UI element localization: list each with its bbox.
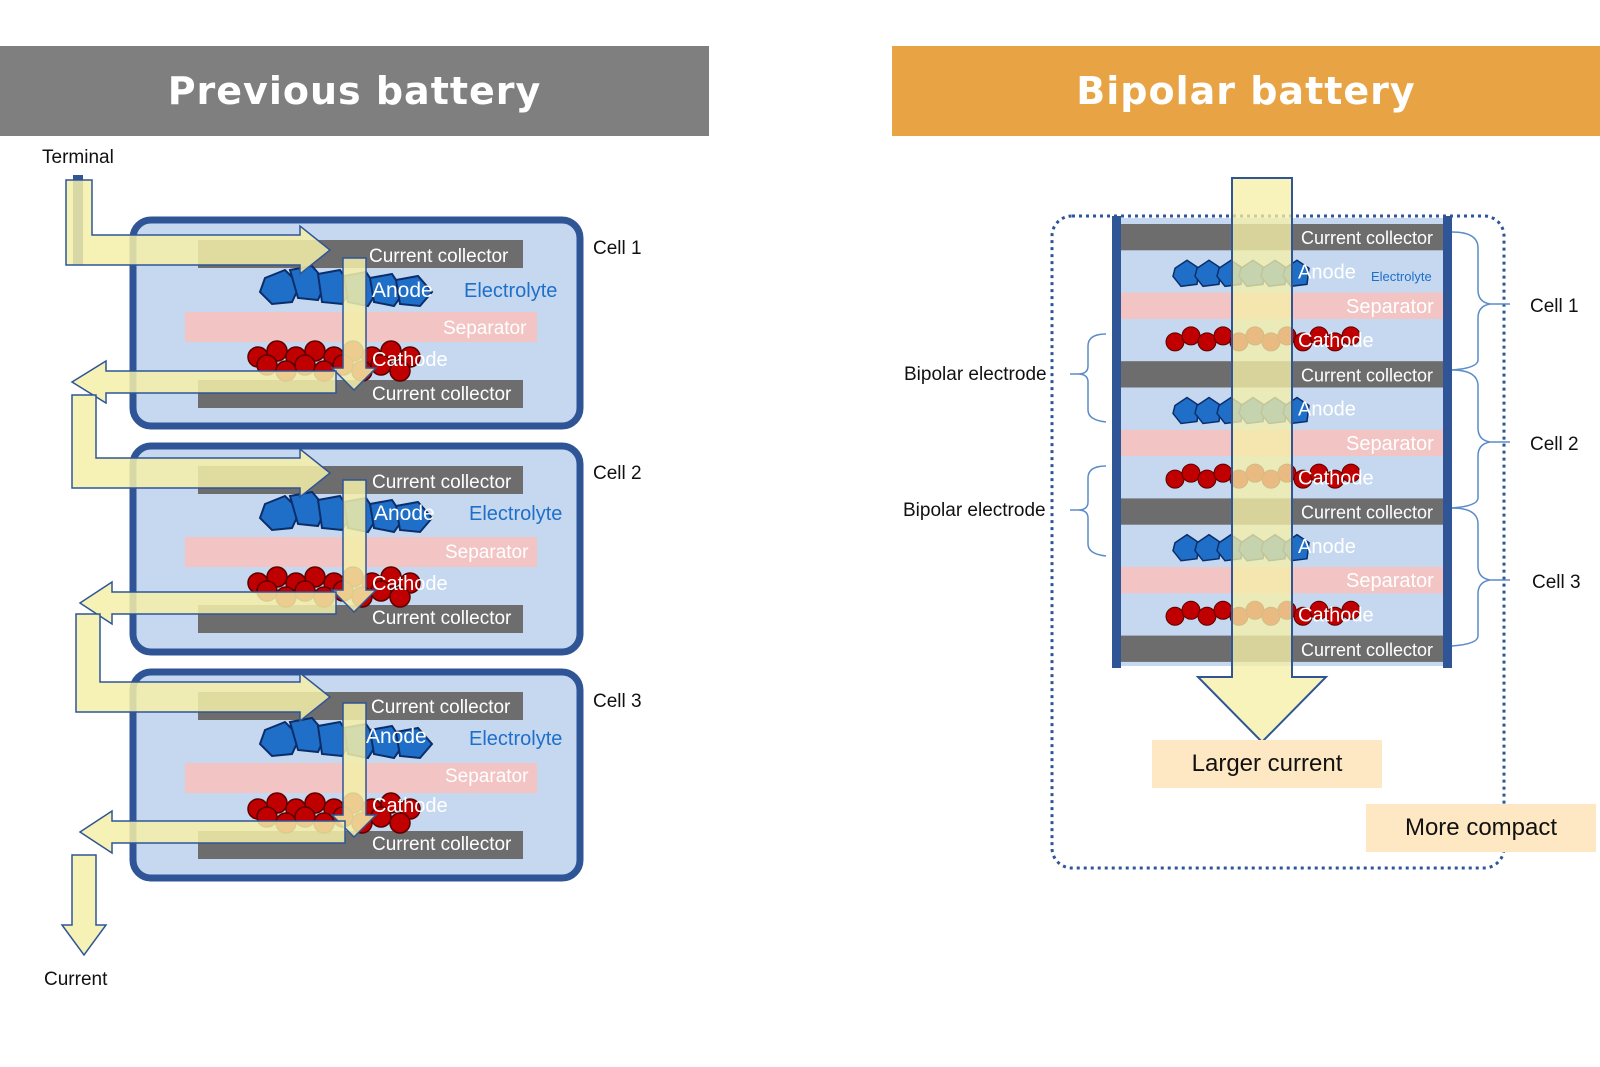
cathode-particle <box>1341 463 1361 483</box>
bipolar-layer-label-11: Cathode <box>1298 604 1374 626</box>
bipolar-layer-label-7: Cathode <box>1298 467 1374 489</box>
bipolar-battery-title: Bipolar battery <box>1076 69 1416 113</box>
bipolar-layer-label-10: Separator <box>1346 570 1434 592</box>
bipolar-layer-label-8: Current collector <box>1301 503 1433 523</box>
anode-particle <box>1194 396 1222 425</box>
bipolar-braces <box>1070 333 1107 557</box>
cell-1-electrolyte: Electrolyte <box>464 280 557 302</box>
cell-2-cathode: Cathode <box>372 573 448 595</box>
cathode-particle <box>1213 463 1233 483</box>
cell-1-bottom-collector: Current collector <box>372 384 512 405</box>
anode-particle <box>1172 259 1200 288</box>
bipolar-electrode-label-1: Bipolar electrode <box>904 364 1047 385</box>
cell-3-electrolyte: Electrolyte <box>469 728 562 750</box>
previous-battery-title: Previous battery <box>167 69 542 113</box>
cathode-particle <box>1181 326 1201 346</box>
cathode-particle <box>1213 600 1233 620</box>
bipolar-layer-label-0: Current collector <box>1301 228 1433 248</box>
cathode-particle <box>1341 326 1361 346</box>
cathode-particle <box>1165 332 1185 352</box>
cell-2-top-collector: Current collector <box>372 472 512 493</box>
cell-2-anode: Anode <box>374 502 435 525</box>
current-flow-arrows-left <box>60 179 378 957</box>
larger-current-arrow <box>1195 177 1329 744</box>
bipolar-battery-header: Bipolar battery <box>892 46 1600 136</box>
cell-1-top-collector: Current collector <box>369 246 509 267</box>
cell-3-top-collector: Current collector <box>371 697 511 718</box>
larger-current-note: Larger current <box>1152 740 1382 788</box>
cathode-particle <box>1197 469 1217 489</box>
cell-3-anode: Anode <box>366 725 427 748</box>
bipolar-layer-label-12: Current collector <box>1301 640 1433 660</box>
larger-current-text: Larger current <box>1191 750 1343 777</box>
current-label: Current <box>44 969 108 990</box>
cathode-particle <box>1165 606 1185 626</box>
stack-wall-right <box>1443 216 1452 668</box>
cell-3-separator: Separator <box>445 766 529 787</box>
cell-3-bottom-collector: Current collector <box>372 834 512 855</box>
previous-battery-header: Previous battery <box>0 46 709 136</box>
cell-3-label: Cell 3 <box>593 691 642 712</box>
bipolar-layer-label-2: Separator <box>1346 296 1434 318</box>
bipolar-layer-label-5: Anode <box>1298 399 1356 421</box>
bipolar-electrode-label-2: Bipolar electrode <box>903 500 1046 521</box>
cell-2-label: Cell 2 <box>593 463 642 484</box>
anode-particle <box>1194 533 1222 562</box>
anode-particle <box>1172 396 1200 425</box>
bipolar-cell-2-label: Cell 2 <box>1530 434 1579 455</box>
bipolar-layer-label-9: Anode <box>1298 536 1356 558</box>
bipolar-cell-1-label: Cell 1 <box>1530 296 1579 317</box>
cathode-particle <box>1181 600 1201 620</box>
anode-particle <box>1194 259 1222 288</box>
cell-braces <box>1451 231 1510 647</box>
more-compact-text: More compact <box>1404 814 1558 841</box>
cathode-particle <box>1197 606 1217 626</box>
bipolar-battery-diagram: Current collectorAnodeSeparatorCathodeCu… <box>903 177 1581 870</box>
more-compact-note: More compact <box>1366 804 1596 852</box>
cathode-particle <box>1213 326 1233 346</box>
terminal-label: Terminal <box>42 147 114 168</box>
cathode-particle <box>1341 600 1361 620</box>
stack-wall-left <box>1112 216 1121 668</box>
bipolar-electrolyte-label: Electrolyte <box>1371 269 1432 284</box>
bipolar-layer-label-4: Current collector <box>1301 365 1433 385</box>
anode-particle <box>1172 533 1200 562</box>
cell-2-electrolyte: Electrolyte <box>469 503 562 525</box>
bipolar-layer-label-1: Anode <box>1298 261 1356 283</box>
bipolar-layer-label-6: Separator <box>1346 433 1434 455</box>
cathode-particle <box>1165 469 1185 489</box>
bipolar-cell-3-label: Cell 3 <box>1532 572 1581 593</box>
cell-1-separator: Separator <box>443 318 527 339</box>
cell-2-bottom-collector: Current collector <box>372 608 512 629</box>
cathode-particle <box>1197 332 1217 352</box>
cathode-particle <box>1181 463 1201 483</box>
cell-1-label: Cell 1 <box>593 238 642 259</box>
cell-2-separator: Separator <box>445 542 529 563</box>
cell-3-cathode: Cathode <box>372 795 448 817</box>
cell-1-cathode: Cathode <box>372 349 448 371</box>
bipolar-layer-label-3: Cathode <box>1298 330 1374 352</box>
cell-1-anode: Anode <box>372 279 433 302</box>
previous-battery-diagram: Terminal Current Cell 1 Current collecto… <box>42 147 642 990</box>
